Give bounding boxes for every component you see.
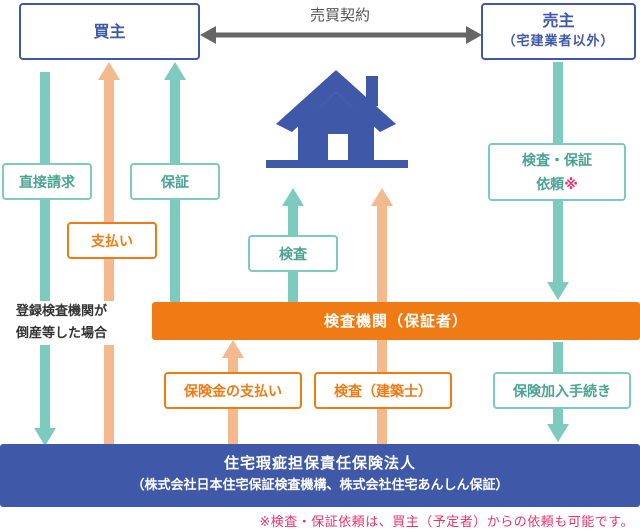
direct-claim-text: 直接請求 xyxy=(19,174,75,191)
bankruptcy-note: 登録検査機関が 倒産等した場合 xyxy=(16,301,146,345)
insurance-procedure-label: 保険加入手続き xyxy=(493,372,631,409)
bankruptcy-line1: 登録検査機関が xyxy=(16,304,108,319)
insurer-bar: 住宅瑕疵担保責任保険法人 （株式会社日本住宅保証検査機構、株式会社住宅あんしん保… xyxy=(0,444,640,507)
insurance-payment-text: 保険金の支払い xyxy=(184,383,282,400)
inspection-label: 検査 xyxy=(248,235,338,272)
seller-request-note-mark: ※ xyxy=(564,177,578,193)
contract-label: 売買契約 xyxy=(290,4,390,25)
inspection-agency-label: 検査機関（保証者） xyxy=(323,312,468,330)
guarantee-text: 保証 xyxy=(161,174,189,191)
seller-title: 売主 xyxy=(542,11,575,30)
seller-request-label: 検査・保証 依頼※ xyxy=(488,143,626,201)
buyer-box: 買主 xyxy=(19,3,200,60)
payment-text: 支払い xyxy=(91,233,133,250)
payment-arrow xyxy=(98,62,120,448)
buyer-label: 買主 xyxy=(93,22,126,41)
insurer-name: 住宅瑕疵担保責任保険法人 xyxy=(223,454,416,472)
seller-request-line2: 依頼 xyxy=(536,177,565,193)
insurance-procedure-text: 保険加入手続き xyxy=(513,383,611,400)
architect-inspection-text: 検査（建築士） xyxy=(334,383,432,400)
seller-subtitle: （宅建業者以外） xyxy=(502,34,615,49)
contract-double-arrow xyxy=(200,26,482,44)
inspection-text: 検査 xyxy=(279,246,307,263)
architect-inspection-label: 検査（建築士） xyxy=(314,372,452,409)
seller-box: 売主 （宅建業者以外） xyxy=(481,3,636,60)
direct-claim-label: 直接請求 xyxy=(2,163,92,200)
payment-label: 支払い xyxy=(67,222,157,259)
footnote: ※検査・保証依頼は、買主（予定者）からの依頼も可能です。 xyxy=(259,515,634,530)
guarantee-label: 保証 xyxy=(130,163,220,200)
direct-claim-arrow xyxy=(34,72,56,446)
insurance-payment-label: 保険金の支払い xyxy=(164,372,302,409)
bankruptcy-line2: 倒産等した場合 xyxy=(16,326,108,341)
inspection-agency-bar: 検査機関（保証者） xyxy=(152,302,640,340)
house-icon xyxy=(266,70,408,168)
insurer-members: （株式会社日本住宅保証検査機構、株式会社住宅あんしん保証） xyxy=(131,478,509,493)
seller-request-line1: 検査・保証 xyxy=(522,153,592,169)
